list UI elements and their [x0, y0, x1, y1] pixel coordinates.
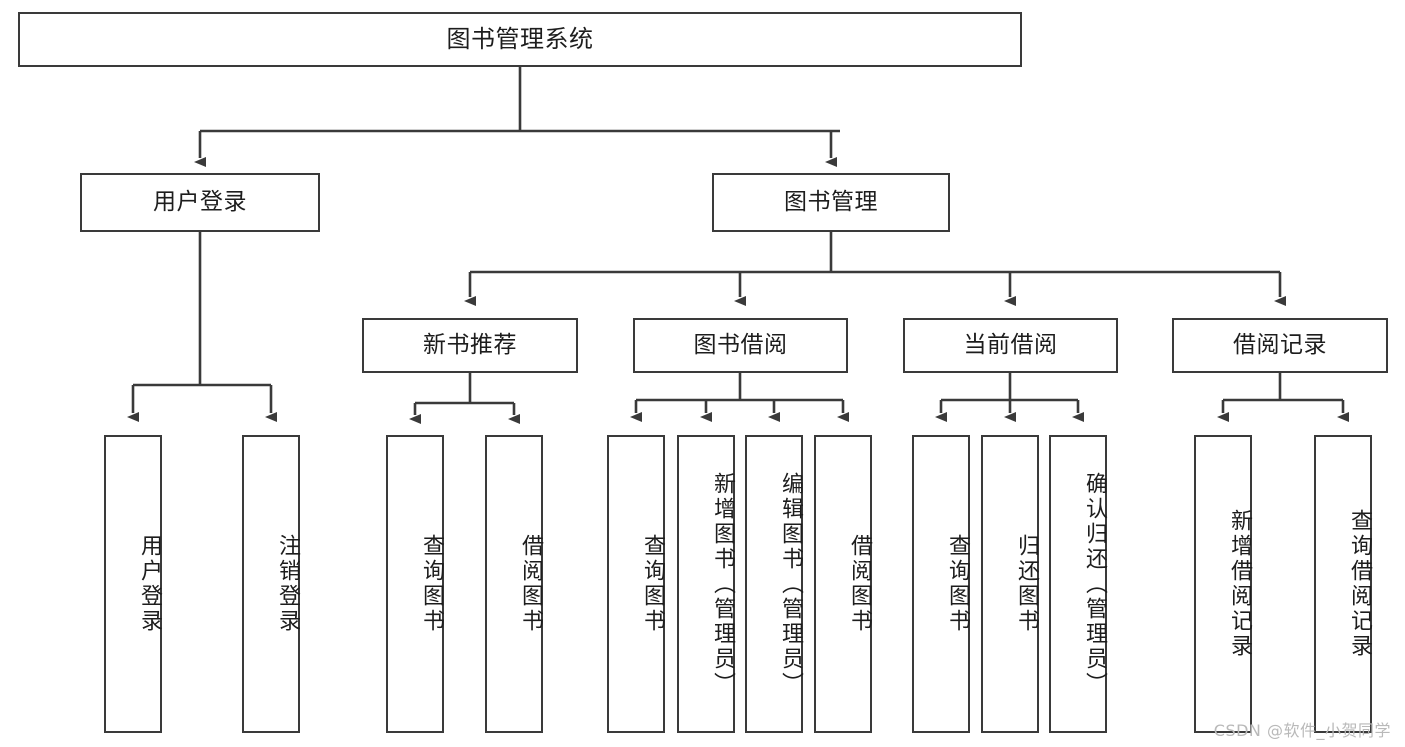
node-label: 查询借阅记录	[1347, 509, 1372, 659]
node-root-system[interactable]: 图书管理系统	[18, 12, 1022, 67]
leaf-query-book-borrow[interactable]: 查询图书	[607, 435, 665, 733]
leaf-return-book[interactable]: 归还图书	[981, 435, 1039, 733]
leaf-user-login[interactable]: 用户登录	[104, 435, 162, 733]
node-label: 借阅图书	[847, 534, 872, 634]
node-label: 新增借阅记录	[1227, 509, 1252, 659]
node-label: 查询图书	[419, 534, 444, 634]
node-label: 借阅记录	[1233, 331, 1327, 358]
node-label: 当前借阅	[963, 331, 1058, 358]
node-new-book-recommend[interactable]: 新书推荐	[362, 318, 578, 373]
node-borrow-record[interactable]: 借阅记录	[1172, 318, 1388, 373]
node-label: 图书管理	[784, 188, 878, 215]
node-label: 图书借阅	[693, 331, 788, 358]
leaf-logout[interactable]: 注销登录	[242, 435, 300, 733]
leaf-confirm-return-admin[interactable]: 确认归还（管理员）	[1049, 435, 1107, 733]
node-label: 查询图书	[945, 534, 970, 634]
node-label: 借阅图书	[518, 534, 543, 634]
leaf-query-borrow-record[interactable]: 查询借阅记录	[1314, 435, 1372, 733]
node-current-borrow[interactable]: 当前借阅	[903, 318, 1118, 373]
node-book-management[interactable]: 图书管理	[712, 173, 950, 232]
node-user-login[interactable]: 用户登录	[80, 173, 320, 232]
leaf-borrow-book-recommend[interactable]: 借阅图书	[485, 435, 543, 733]
node-label: 归还图书	[1014, 534, 1039, 634]
watermark-text: CSDN @软件_小贺同学	[1213, 721, 1391, 740]
node-label: 查询图书	[640, 534, 665, 634]
node-label: 图书管理系统	[446, 25, 594, 54]
leaf-add-book-admin[interactable]: 新增图书（管理员）	[677, 435, 735, 733]
node-label: 用户登录	[137, 534, 162, 634]
leaf-query-book-current[interactable]: 查询图书	[912, 435, 970, 733]
node-label: 用户登录	[153, 188, 247, 215]
node-label: 注销登录	[275, 534, 300, 634]
node-book-borrow[interactable]: 图书借阅	[633, 318, 848, 373]
leaf-edit-book-admin[interactable]: 编辑图书（管理员）	[745, 435, 803, 733]
leaf-add-borrow-record[interactable]: 新增借阅记录	[1194, 435, 1252, 733]
node-label: 编辑图书（管理员）	[778, 471, 803, 697]
leaf-borrow-book[interactable]: 借阅图书	[814, 435, 872, 733]
node-label: 新增图书（管理员）	[710, 471, 735, 697]
node-label: 新书推荐	[423, 331, 517, 358]
node-label: 确认归还（管理员）	[1082, 471, 1107, 697]
leaf-query-book-recommend[interactable]: 查询图书	[386, 435, 444, 733]
